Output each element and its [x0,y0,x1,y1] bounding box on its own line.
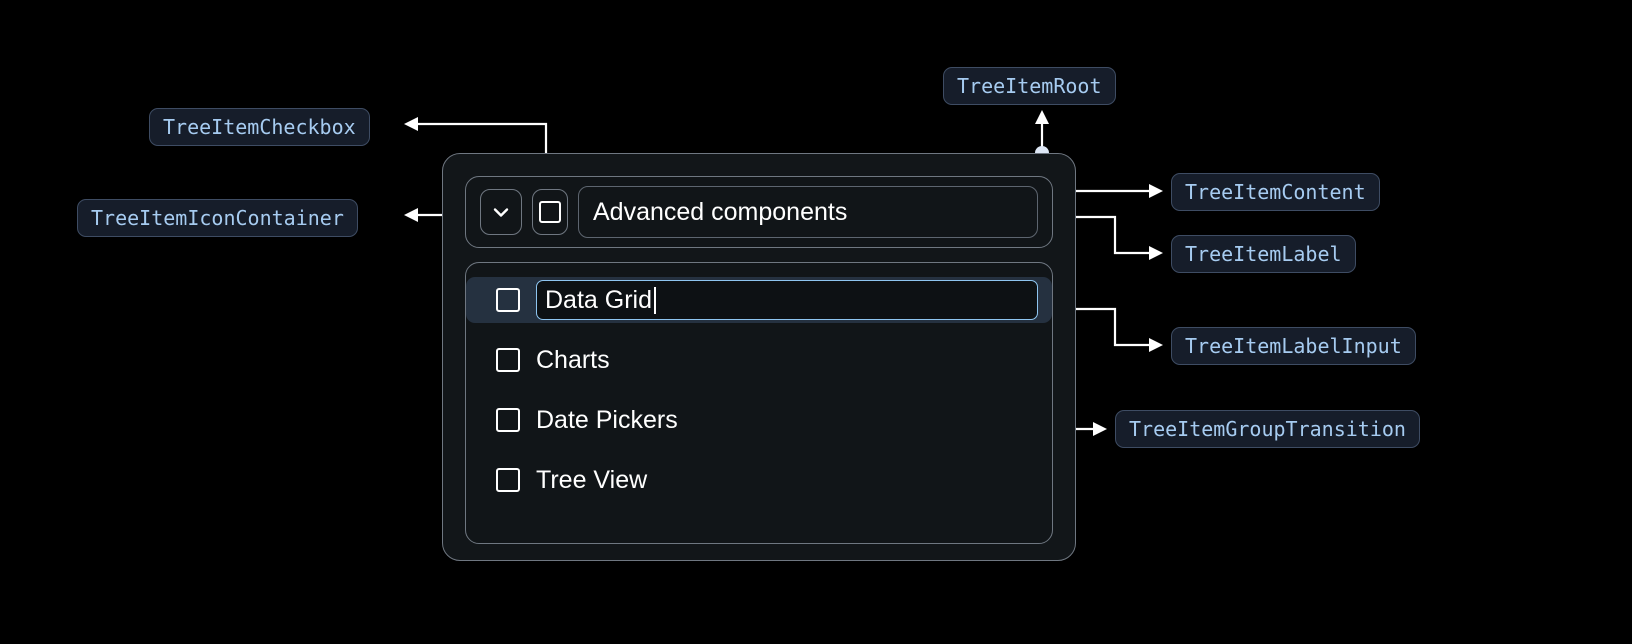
annotation-badge-tree-item-group-transition: TreeItemGroupTransition [1115,410,1420,448]
checkbox-unchecked-icon[interactable] [496,348,520,372]
tree-item-label-text: Date Pickers [536,405,678,434]
tree-item-group-transition: Data Grid Charts Date Pickers Tree View [465,262,1053,544]
annotation-badge-tree-item-checkbox: TreeItemCheckbox [149,108,370,146]
annotation-label-text: TreeItemContent [1185,180,1366,204]
arrowhead-icon-container [404,208,418,222]
tree-item-checkbox[interactable] [532,189,568,235]
annotation-label-text: TreeItemLabelInput [1185,334,1402,358]
tree-item-label-input[interactable]: Data Grid [536,280,1038,320]
arrowhead-group-transition [1093,422,1107,436]
tree-item-root[interactable]: Advanced components Data Grid Charts Dat… [442,153,1076,561]
annotation-label-text: TreeItemCheckbox [163,115,356,139]
tree-item-child-row[interactable]: Date Pickers [466,397,1052,443]
annotation-label-text: TreeItemRoot [957,74,1102,98]
annotation-label-text: TreeItemIconContainer [91,206,344,230]
tree-item-child-row[interactable]: Charts [466,337,1052,383]
text-caret [653,286,656,314]
arrowhead-label [1149,246,1163,260]
arrowhead-checkbox [404,117,418,131]
annotation-badge-tree-item-content: TreeItemContent [1171,173,1380,211]
arrowhead-content [1149,184,1163,198]
arrowhead-label-input [1149,338,1163,352]
arrowhead-root [1035,110,1049,124]
label-input-value: Data Grid [545,285,652,314]
tree-item-label-text: Advanced components [593,197,848,226]
checkbox-unchecked-icon [539,201,561,223]
annotation-label-text: TreeItemGroupTransition [1129,417,1406,441]
annotation-badge-tree-item-icon-container: TreeItemIconContainer [77,199,358,237]
annotation-badge-tree-item-label-input: TreeItemLabelInput [1171,327,1416,365]
tree-item-icon-container[interactable] [480,189,522,235]
tree-item-child-row[interactable]: Tree View [466,457,1052,503]
tree-item-label-text: Charts [536,345,610,374]
annotation-badge-tree-item-label: TreeItemLabel [1171,235,1356,273]
tree-item-content[interactable]: Advanced components [465,176,1053,248]
tree-item-child-row[interactable]: Data Grid [466,277,1052,323]
annotation-label-text: TreeItemLabel [1185,242,1342,266]
tree-item-label[interactable]: Advanced components [578,186,1038,238]
annotation-badge-tree-item-root: TreeItemRoot [943,67,1116,105]
checkbox-unchecked-icon[interactable] [496,468,520,492]
checkbox-unchecked-icon[interactable] [496,408,520,432]
tree-item-label-text: Tree View [536,465,648,494]
chevron-down-icon [489,200,513,224]
checkbox-unchecked-icon[interactable] [496,288,520,312]
